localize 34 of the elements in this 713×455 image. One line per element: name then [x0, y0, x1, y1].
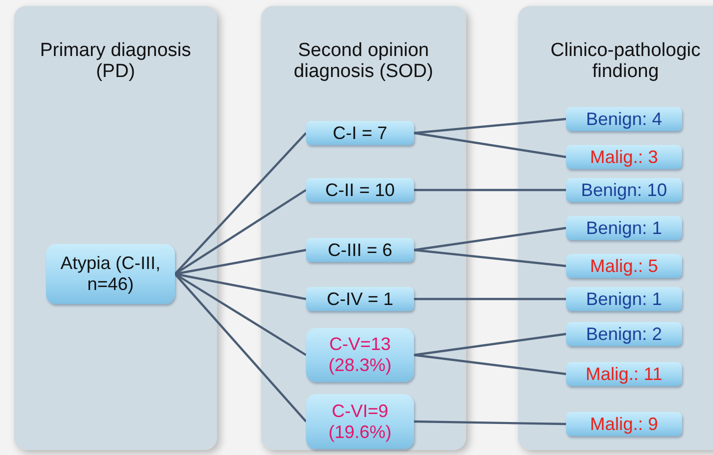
category-box: Benign: 2 [566, 322, 682, 346]
connector-line [174, 248, 306, 276]
connector-line [414, 132, 566, 158]
category-box: C-IV = 1 [306, 287, 414, 311]
connector-line [414, 354, 566, 376]
category-box: Benign: 10 [566, 178, 682, 202]
connector-line [414, 248, 566, 268]
category-box: C-I = 7 [306, 121, 414, 145]
column-panel [261, 6, 466, 450]
connector-line [414, 332, 566, 356]
column-heading: Primary diagnosis (PD) [39, 40, 192, 82]
category-box: Benign: 1 [566, 287, 682, 311]
category-box: Atypia (C-III, n=46) [46, 244, 175, 304]
category-box: Benign: 1 [566, 216, 682, 240]
category-box: Benign: 4 [566, 107, 682, 131]
category-box: Malig.: 11 [566, 362, 682, 386]
connector-line [174, 273, 307, 422]
connector-line [414, 420, 566, 426]
category-box: Malig.: 9 [566, 412, 682, 436]
category-box: Malig.: 3 [566, 145, 682, 169]
category-box: C-II = 10 [306, 178, 414, 202]
connector-line [414, 298, 566, 300]
column-panel [14, 6, 217, 450]
connector-line [174, 132, 307, 275]
connector-line [414, 226, 566, 252]
category-box: C-V=13 (28.3%) [306, 328, 414, 382]
column-heading: Second opinion diagnosis (SOD) [292, 40, 434, 82]
connector-line [414, 188, 566, 192]
category-box: C-III = 6 [306, 238, 414, 262]
connector-line [414, 118, 566, 134]
category-box: Malig.: 5 [566, 254, 682, 278]
column-heading: Clinico-pathologic findiong [550, 40, 702, 82]
column-panel [518, 6, 713, 450]
category-box: C-VI=9 (19.6%) [306, 394, 414, 449]
